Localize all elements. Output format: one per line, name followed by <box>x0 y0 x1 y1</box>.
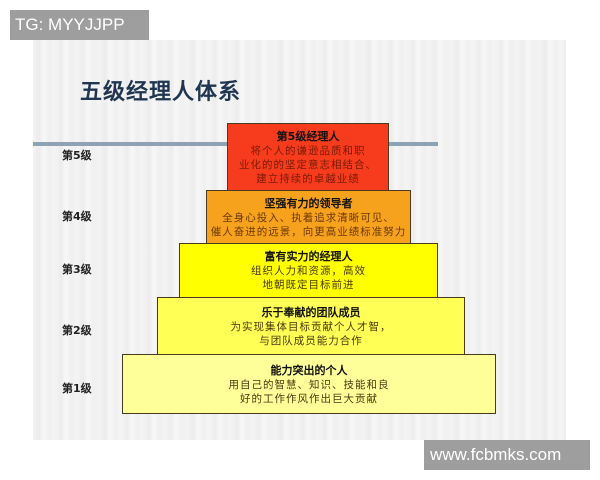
level-5-heading: 第5级经理人 <box>276 129 340 143</box>
level-3-line-1: 组织人力和资源，高效 <box>251 265 366 277</box>
level-label-5: 第5级 <box>62 149 92 162</box>
level-3-line-2: 地朝既定目标前进 <box>262 279 355 291</box>
level-4-heading: 坚强有力的领导者 <box>264 196 353 210</box>
slide-title: 五级经理人体系 <box>80 80 242 105</box>
pyramid-level-5: 第5级经理人 将个人的谦逊品质和职 业化的的坚定意志相结合、 建立持续的卓越业绩 <box>227 123 389 191</box>
level-label-3: 第3级 <box>62 263 92 276</box>
watermark-top: TG: MYYJJPP <box>10 10 149 40</box>
level-4-line-2: 催人奋进的远景，向更高业绩标准努力 <box>210 225 407 238</box>
level-5-line-3: 建立持续的卓越业绩 <box>256 172 360 185</box>
level-label-2: 第2级 <box>62 324 92 337</box>
level-2-line-1: 为实现集体目标贡献个人才智， <box>230 320 392 333</box>
divider-line-left <box>33 142 227 146</box>
pyramid-level-4: 坚强有力的领导者 全身心投入、执着追求清晰可见、 催人奋进的远景，向更高业绩标准… <box>206 190 411 244</box>
level-3-heading: 富有实力的经理人 <box>264 250 353 263</box>
level-label-4: 第4级 <box>62 210 92 223</box>
level-5-line-2: 业化的的坚定意志相结合、 <box>239 158 377 171</box>
level-1-line-2: 好的工作作风作出巨大贡献 <box>240 392 378 405</box>
level-5-line-1: 将个人的谦逊品质和职 <box>250 144 366 157</box>
watermark-bottom: www.fcbmks.com <box>424 440 590 470</box>
divider-line-right <box>388 142 438 146</box>
pyramid-level-2: 乐于奉献的团队成员 为实现集体目标贡献个人才智， 与团队成员能力合作 <box>157 297 465 355</box>
level-1-heading: 能力突出的个人 <box>270 363 348 377</box>
pyramid-level-1: 能力突出的个人 用自己的智慧、知识、技能和良 好的工作作风作出巨大贡献 <box>122 354 496 414</box>
level-label-1: 第1级 <box>62 382 92 395</box>
level-2-line-2: 与团队成员能力合作 <box>259 334 363 347</box>
level-2-heading: 乐于奉献的团队成员 <box>261 305 361 319</box>
level-4-line-1: 全身心投入、执着追求清晰可见、 <box>222 211 395 224</box>
pyramid-level-3: 富有实力的经理人 组织人力和资源，高效 地朝既定目标前进 <box>179 243 438 298</box>
level-1-line-1: 用自己的智慧、知识、技能和良 <box>228 378 390 391</box>
